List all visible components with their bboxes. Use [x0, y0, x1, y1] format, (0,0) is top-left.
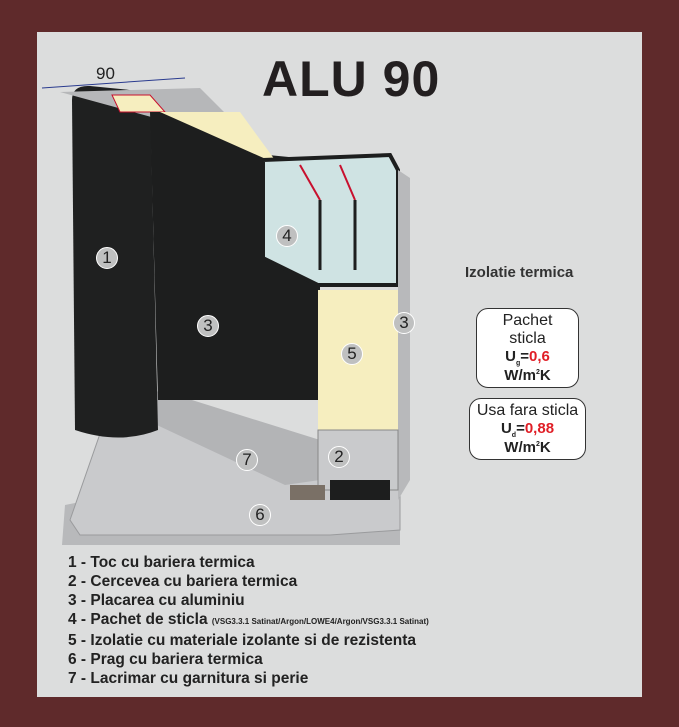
callout-drip: 7: [236, 449, 258, 471]
badge-label: Pachet sticla: [502, 312, 553, 347]
callout-threshold: 6: [249, 504, 271, 526]
drip-profile: [125, 390, 320, 485]
legend: 1 - Toc cu bariera termica 2 - Cercevea …: [68, 553, 429, 688]
sash-top-insulation: [160, 112, 275, 160]
badge-value: Ug=0,6 W/m2K: [504, 348, 551, 384]
badge-label: Usa fara sticla: [476, 402, 579, 419]
callout-insulation: 5: [341, 343, 363, 365]
legend-item: 2 - Cercevea cu bariera termica: [68, 573, 298, 590]
legend-item: 5 - Izolatie cu materiale izolante si de…: [68, 632, 417, 649]
badge-value: Ud=0,88 W/m2K: [500, 420, 555, 456]
dimension-label: 90: [96, 64, 115, 83]
legend-item: 4 - Pachet de sticla (VSG3.3.1 Satinat/A…: [68, 611, 429, 628]
door-no-glass-badge: Usa fara sticla Ud=0,88 W/m2K: [469, 398, 586, 460]
legend-item: 6 - Prag cu bariera termica: [68, 651, 263, 668]
glass-pack: [261, 152, 400, 287]
dimension-line: [41, 77, 186, 89]
legend-item: 7 - Lacrimar cu garnitura si perie: [68, 670, 309, 687]
callout-cladding: 3: [197, 315, 219, 337]
callout-sash: 2: [328, 446, 350, 468]
legend-item: 3 - Placarea cu aluminiu: [68, 592, 245, 609]
callout-frame: 1: [96, 247, 118, 269]
callout-glass: 4: [276, 225, 298, 247]
legend-item: 1 - Toc cu bariera termica: [68, 554, 255, 571]
callout-cladding-right: 3: [393, 312, 415, 334]
right-cladding: [398, 170, 410, 500]
glass-pack-badge: Pachet sticla Ug=0,6 W/m2K: [476, 308, 579, 388]
thermal-heading: Izolatie termica: [465, 264, 574, 281]
page-title: ALU 90: [262, 51, 441, 107]
